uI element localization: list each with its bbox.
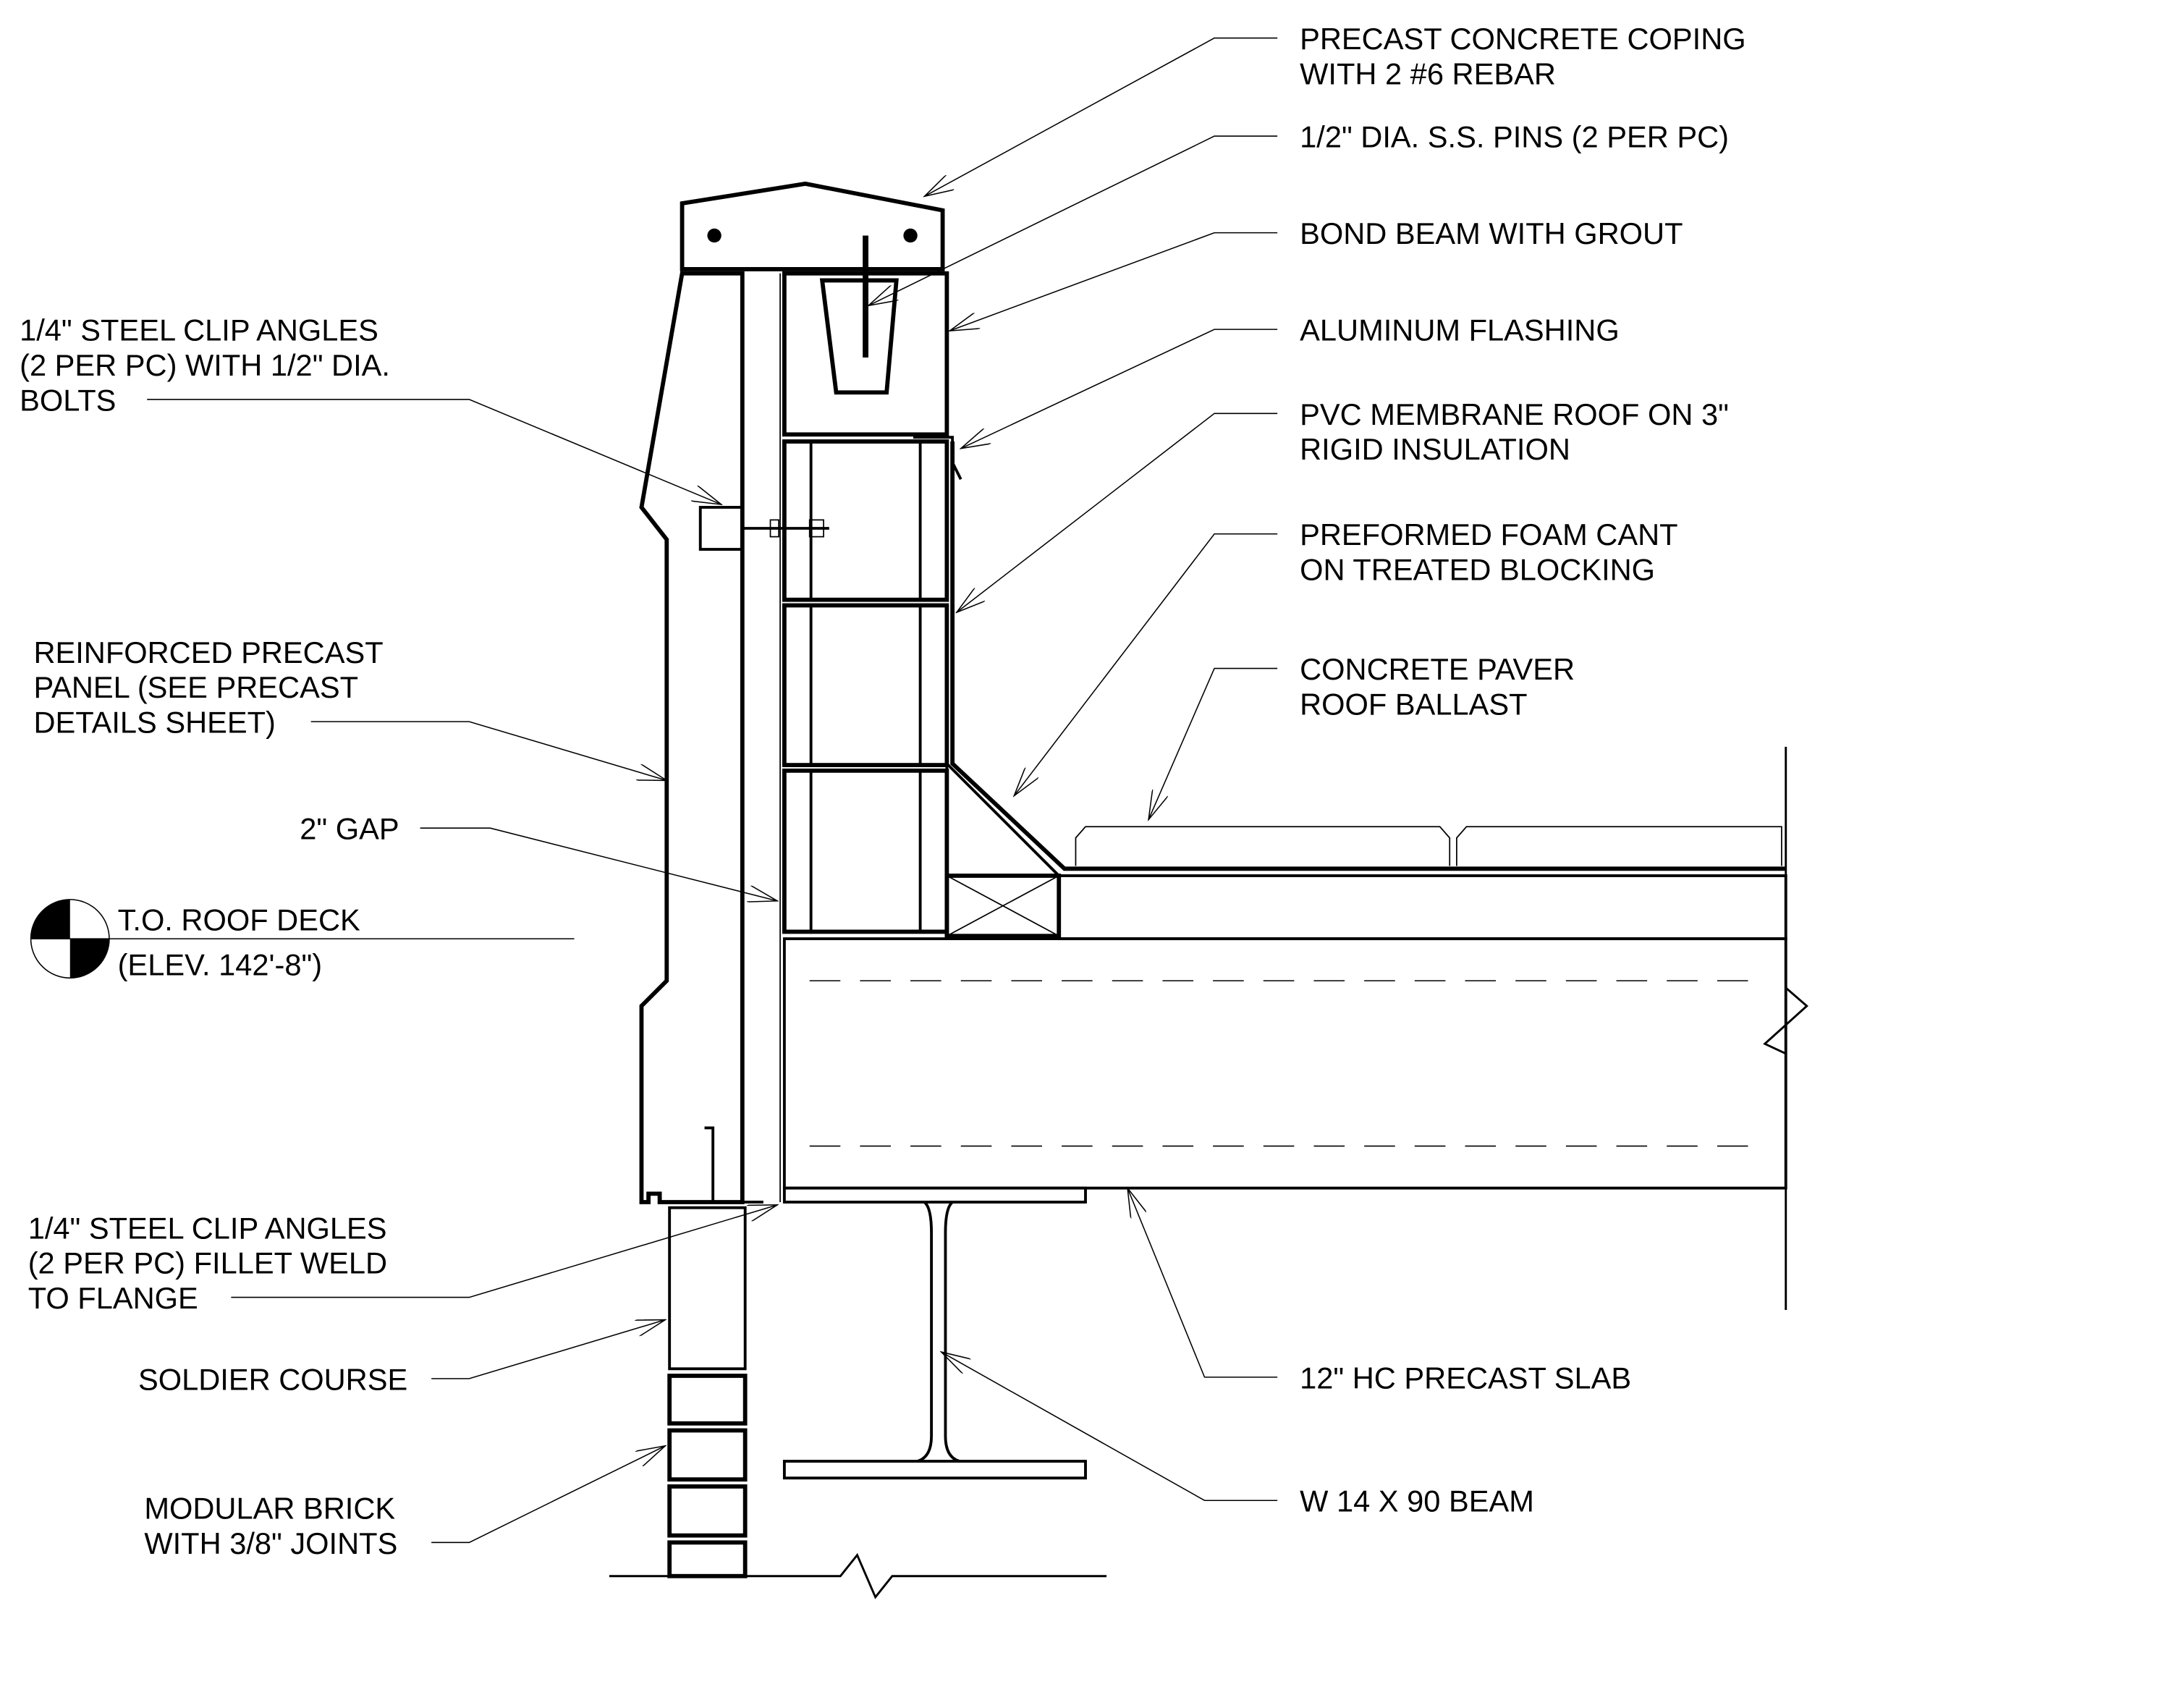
label-line: 1/4" STEEL CLIP ANGLES: [20, 313, 378, 347]
clip-angle-top: [698, 506, 744, 551]
label-line: PRECAST CONCRETE COPING: [1300, 22, 1746, 56]
label-line: MODULAR BRICK: [144, 1491, 395, 1525]
coping: [680, 181, 945, 358]
label-line: 1/4" STEEL CLIP ANGLES: [28, 1211, 387, 1245]
concrete-pavers: [1075, 826, 1782, 866]
label-line: ROOF BALLAST: [1300, 687, 1527, 721]
label-pins: 1/2" DIA. S.S. PINS (2 PER PC): [1300, 120, 1729, 154]
label-line: (2 PER PC) WITH 1/2" DIA.: [20, 348, 390, 382]
label-line: CONCRETE PAVER: [1300, 652, 1575, 686]
elevation-marker-icon: [30, 899, 575, 979]
label-bond-beam: BOND BEAM WITH GROUT: [1300, 216, 1683, 250]
label-beam: W 14 X 90 BEAM: [1300, 1484, 1534, 1518]
label-line: WITH 2 #6 REBAR: [1300, 56, 1556, 90]
label-line: DETAILS SHEET): [33, 706, 275, 740]
label-brick: MODULAR BRICK WITH 3/8" JOINTS: [144, 1491, 397, 1560]
rebar-icon: [903, 228, 918, 243]
leader-lines: [147, 37, 1278, 1544]
label-line: WITH 3/8" JOINTS: [144, 1526, 397, 1560]
hollow-core-slab: [782, 746, 1808, 1310]
label-roof-deck: T.O. ROOF DECK (ELEV. 142'-8"): [118, 902, 360, 981]
cmu-wall: [782, 235, 949, 934]
label-line: RIGID INSULATION: [1300, 432, 1570, 466]
label-line: T.O. ROOF DECK: [118, 902, 360, 937]
label-foam-cant: PREFORMED FOAM CANT ON TREATED BLOCKING: [1300, 517, 1677, 586]
label-panel: REINFORCED PRECAST PANEL (SEE PRECAST DE…: [33, 635, 383, 740]
precast-panel: [639, 271, 829, 1204]
label-line: (2 PER PC) FILLET WELD: [28, 1246, 387, 1280]
break-line: [609, 1552, 1107, 1599]
rebar-icon: [707, 228, 721, 243]
rigid-insulation: [1057, 874, 1787, 941]
label-coping: PRECAST CONCRETE COPING WITH 2 #6 REBAR: [1300, 22, 1746, 90]
label-flashing: ALUMINUM FLASHING: [1300, 313, 1620, 347]
label-membrane: PVC MEMBRANE ROOF ON 3" RIGID INSULATION: [1300, 397, 1729, 466]
label-clip-top: 1/4" STEEL CLIP ANGLES (2 PER PC) WITH 1…: [20, 313, 390, 418]
label-gap: 2" GAP: [300, 812, 399, 846]
label-line: BOLTS: [20, 383, 116, 417]
label-soldier-course: SOLDIER COURSE: [138, 1362, 407, 1396]
brick-veneer: [667, 1206, 748, 1578]
clip-angle-bottom: [704, 1126, 763, 1204]
label-line: TO FLANGE: [28, 1281, 198, 1315]
label-line: REINFORCED PRECAST: [33, 635, 383, 669]
label-line: PREFORMED FOAM CANT: [1300, 517, 1677, 551]
label-paver: CONCRETE PAVER ROOF BALLAST: [1300, 652, 1575, 721]
label-line: PANEL (SEE PRECAST: [33, 670, 358, 704]
label-line: PVC MEMBRANE ROOF ON 3": [1300, 397, 1729, 431]
label-slab: 12" HC PRECAST SLAB: [1300, 1361, 1631, 1395]
treated-blocking: [944, 874, 1062, 939]
steel-beam: [782, 1186, 1087, 1480]
label-clip-bottom: 1/4" STEEL CLIP ANGLES (2 PER PC) FILLET…: [28, 1211, 387, 1315]
bond-beam-grout: [819, 278, 899, 395]
foam-cant: [945, 760, 1062, 877]
pvc-membrane: [950, 441, 1786, 871]
label-line: (ELEV. 142'-8"): [118, 947, 323, 981]
label-line: ON TREATED BLOCKING: [1300, 553, 1655, 587]
